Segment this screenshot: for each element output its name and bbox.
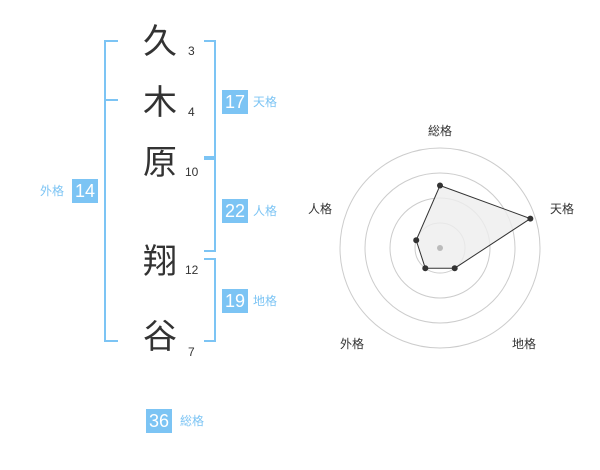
stroke-count-3: 10 — [185, 165, 199, 179]
gaikaku-bracket — [104, 40, 118, 342]
radar-point-3 — [451, 265, 458, 272]
tenkaku-badge: 17 — [222, 90, 248, 114]
gaikaku-bracket-tick — [106, 99, 118, 101]
gaikaku-label: 外格 — [40, 184, 65, 198]
radar-label-soukaku: 総格 — [428, 124, 453, 138]
radar-polygon — [415, 184, 532, 269]
stroke-count-5: 7 — [188, 345, 195, 359]
name-char-1: 久 — [143, 22, 177, 62]
stroke-count-1: 3 — [188, 44, 195, 58]
tenkaku-bracket — [204, 40, 216, 160]
name-char-2: 木 — [143, 83, 177, 123]
radar-label-tenkaku: 天格 — [550, 202, 575, 216]
radar-point-5 — [413, 237, 420, 244]
tenkaku-label: 天格 — [253, 95, 278, 109]
radar-center-dot — [437, 245, 443, 251]
stroke-count-2: 4 — [188, 105, 195, 119]
chikaku-label: 地格 — [253, 294, 278, 308]
radar-label-gaikaku: 外格 — [340, 337, 365, 351]
radar-ring-4 — [339, 147, 541, 349]
soukaku-label: 総格 — [180, 414, 205, 428]
radar-label-jinkaku: 人格 — [308, 202, 333, 216]
radar-point-4 — [422, 265, 429, 272]
name-char-4: 翔 — [143, 242, 177, 282]
jinkaku-label: 人格 — [253, 204, 278, 218]
name-char-5: 谷 — [143, 317, 177, 357]
gaikaku-badge: 14 — [72, 179, 98, 203]
radar-label-chikaku: 地格 — [512, 337, 537, 351]
radar-point-1 — [437, 182, 443, 189]
chikaku-bracket — [204, 258, 216, 342]
radar-point-2 — [527, 215, 534, 222]
name-char-3: 原 — [143, 143, 177, 183]
chikaku-badge: 19 — [222, 289, 248, 313]
jinkaku-bracket — [204, 156, 216, 252]
jinkaku-badge: 22 — [222, 199, 248, 223]
stroke-count-4: 12 — [185, 263, 199, 277]
soukaku-badge: 36 — [146, 409, 172, 433]
radar-ring-3 — [364, 172, 516, 324]
